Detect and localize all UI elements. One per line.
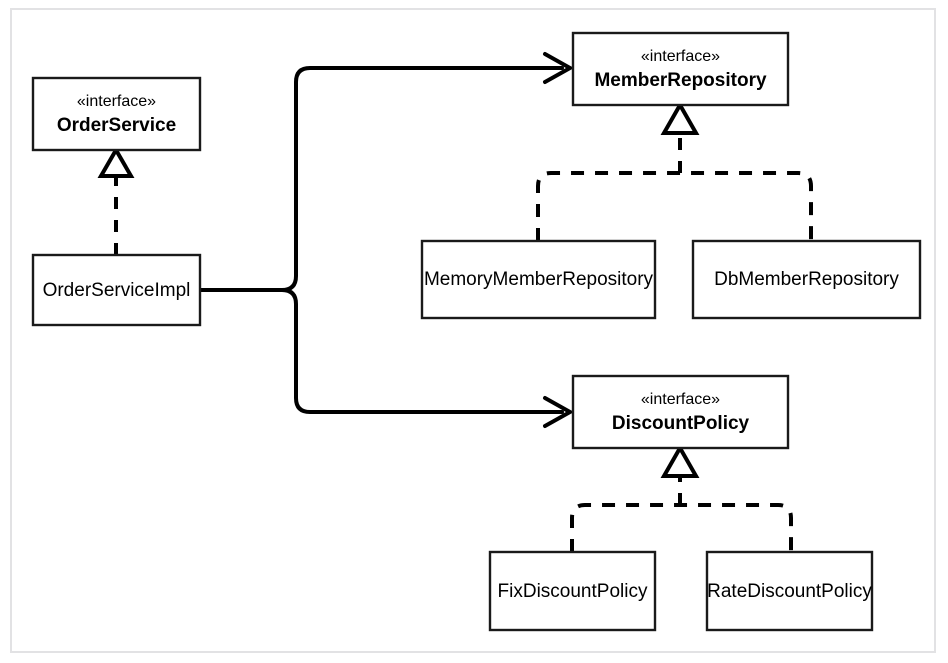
node-fix-discount-policy[interactable]: FixDiscountPolicy [488, 550, 657, 632]
node-stereotype: «interface» [641, 391, 720, 408]
realization-dashed-fork [536, 171, 813, 241]
hollow-triangle-icon [97, 145, 135, 178]
node-title: DiscountPolicy [612, 413, 750, 434]
node-memory-member-repository[interactable]: MemoryMemberRepository [420, 239, 657, 320]
edge-memberrepository-implementations [536, 100, 813, 241]
hollow-triangle-icon [660, 443, 700, 478]
edge-discountpolicy-implementations [570, 443, 793, 552]
edge-orderserviceimpl-uses-discountpolicy [198, 288, 575, 428]
node-title: DbMemberRepository [714, 269, 899, 290]
node-title: MemberRepository [594, 70, 767, 91]
node-title: OrderServiceImpl [43, 280, 191, 301]
node-box [571, 31, 790, 107]
node-box [691, 239, 922, 320]
node-box [31, 76, 202, 152]
node-order-service[interactable]: «interface» OrderService [31, 76, 202, 152]
node-rate-discount-policy[interactable]: RateDiscountPolicy [705, 550, 874, 632]
node-discount-policy[interactable]: «interface» DiscountPolicy [571, 374, 790, 450]
node-member-repository[interactable]: «interface» MemberRepository [571, 31, 790, 107]
node-stereotype: «interface» [641, 48, 720, 65]
node-box [31, 253, 202, 327]
node-stereotype: «interface» [77, 93, 156, 110]
node-title: RateDiscountPolicy [707, 581, 872, 602]
node-order-service-impl[interactable]: OrderServiceImpl [31, 253, 202, 327]
realization-dashed-fork [570, 503, 793, 552]
open-arrow-icon [543, 396, 575, 428]
node-title: FixDiscountPolicy [498, 581, 648, 602]
node-box [420, 239, 657, 320]
node-box [705, 550, 874, 632]
node-title: MemoryMemberRepository [424, 269, 654, 290]
open-arrow-icon [543, 52, 575, 84]
hollow-triangle-icon [660, 100, 700, 135]
node-box [571, 374, 790, 450]
edge-orderserviceimpl-realizes-orderservice [97, 145, 135, 255]
node-db-member-repository[interactable]: DbMemberRepository [691, 239, 922, 320]
association-line [198, 288, 564, 414]
node-box [488, 550, 657, 632]
node-title: OrderService [57, 115, 176, 136]
